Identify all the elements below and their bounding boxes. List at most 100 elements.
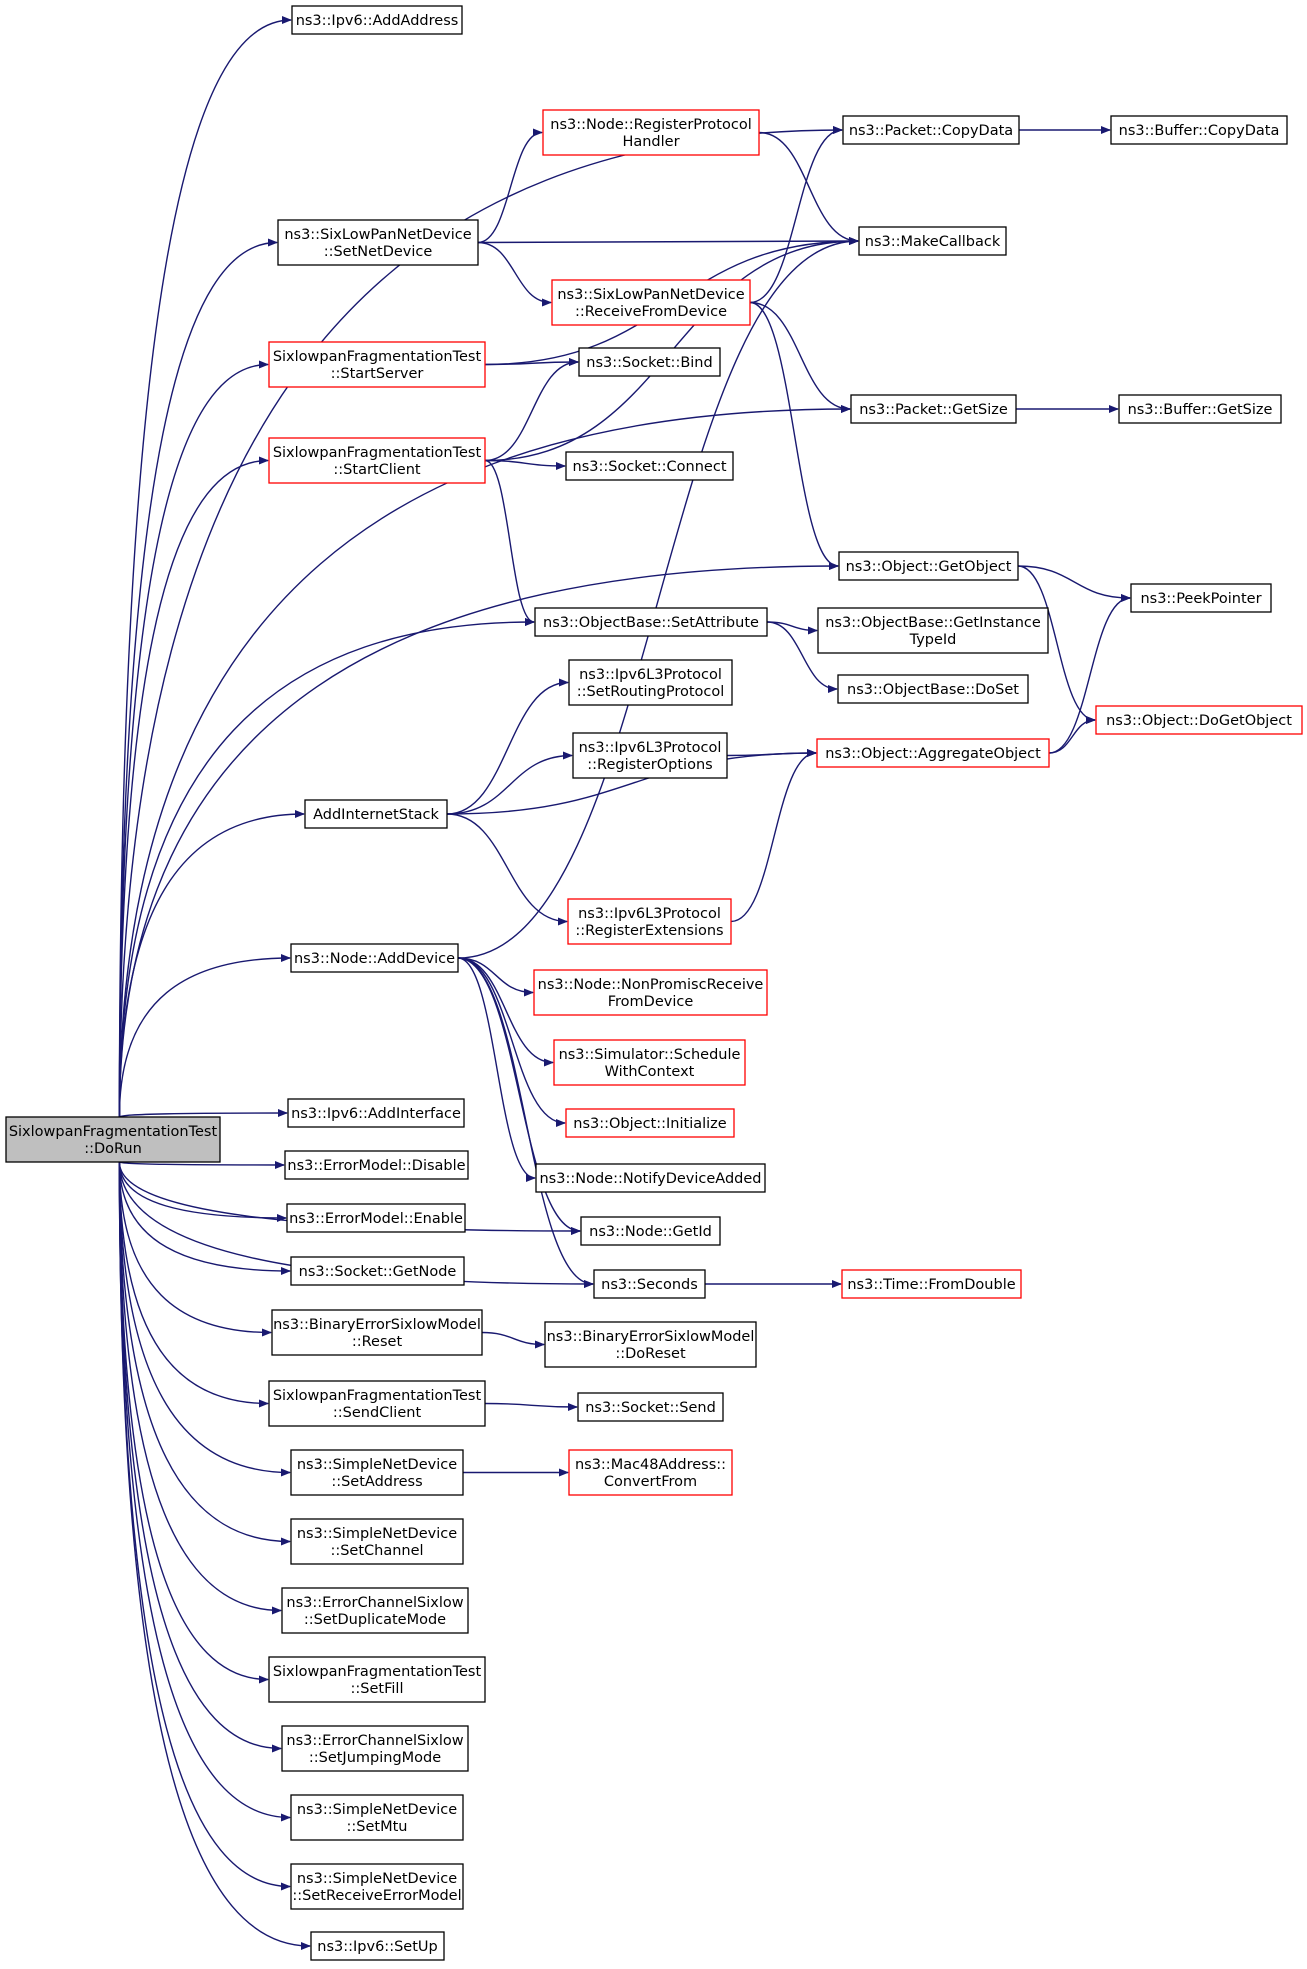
edge-dorun-to-ipv6_addinterface bbox=[118, 1109, 288, 1118]
edge-line bbox=[118, 16, 292, 1118]
node-label-line: ns3::SimpleNetDevice bbox=[297, 1526, 457, 1542]
edge-line bbox=[749, 301, 839, 570]
edge-line bbox=[477, 237, 859, 246]
node-object-getobject[interactable]: ns3::Object::GetObject bbox=[838, 551, 1019, 581]
node-binaryerror-reset[interactable]: ns3::BinaryErrorSixlowModel::Reset bbox=[271, 1309, 483, 1356]
node-label-line: ns3::Ipv6L3Protocol bbox=[579, 667, 722, 683]
edge-line bbox=[1017, 565, 1131, 602]
node-objectbase-setattribute[interactable]: ns3::ObjectBase::SetAttribute bbox=[534, 607, 768, 637]
node-node-getid[interactable]: ns3::Node::GetId bbox=[580, 1216, 721, 1246]
node-sendclient[interactable]: SixlowpanFragmentationTest::SendClient bbox=[268, 1380, 486, 1427]
node-label-line: ns3::BinaryErrorSixlowModel bbox=[547, 1329, 755, 1345]
edge-line bbox=[1048, 716, 1096, 754]
node-errormodel-enable[interactable]: ns3::ErrorModel::Enable bbox=[286, 1203, 466, 1233]
node-packet-getsize[interactable]: ns3::Packet::GetSize bbox=[850, 394, 1017, 424]
edge-startclient-to-socket_connect bbox=[484, 459, 566, 470]
node-socket-send[interactable]: ns3::Socket::Send bbox=[577, 1392, 724, 1422]
node-objectbase-doset[interactable]: ns3::ObjectBase::DoSet bbox=[837, 674, 1029, 704]
edge-line bbox=[118, 405, 851, 1118]
node-box bbox=[304, 799, 448, 829]
node-label-line: ns3::Socket::Bind bbox=[586, 355, 712, 371]
node-node-adddevice[interactable]: ns3::Node::AddDevice bbox=[290, 943, 459, 973]
edge-layer bbox=[118, 16, 1131, 1950]
node-socket-bind[interactable]: ns3::Socket::Bind bbox=[578, 347, 721, 377]
node-label-line: FromDevice bbox=[608, 994, 694, 1010]
node-socket-connect[interactable]: ns3::Socket::Connect bbox=[565, 451, 734, 481]
node-seconds[interactable]: ns3::Seconds bbox=[593, 1269, 706, 1299]
node-sixlowpan-receivefromdevice[interactable]: ns3::SixLowPanNetDevice::ReceiveFromDevi… bbox=[551, 279, 751, 326]
node-label-line: ns3::Ipv6::SetUp bbox=[317, 1939, 437, 1955]
edge-addinternetstack-to-ipv6l3_registeroptions bbox=[446, 751, 573, 815]
node-ipv6l3-setroutingprotocol[interactable]: ns3::Ipv6L3Protocol::SetRoutingProtocol bbox=[568, 659, 733, 706]
node-ipv6-addaddress[interactable]: ns3::Ipv6::AddAddress bbox=[291, 5, 463, 35]
node-time-fromdouble[interactable]: ns3::Time::FromDouble bbox=[841, 1269, 1022, 1299]
edge-dorun-to-packet_getsize bbox=[118, 405, 851, 1118]
node-startserver[interactable]: SixlowpanFragmentationTest::StartServer bbox=[268, 341, 486, 388]
node-simplenetdevice-setaddress[interactable]: ns3::SimpleNetDevice::SetAddress bbox=[290, 1449, 464, 1496]
node-box bbox=[1118, 394, 1282, 424]
node-peekpointer[interactable]: ns3::PeekPointer bbox=[1130, 583, 1272, 613]
node-ipv6l3-registerextensions[interactable]: ns3::Ipv6L3Protocol::RegisterExtensions bbox=[567, 898, 732, 945]
edge-node_adddevice-to-node_notifydeviceadded bbox=[457, 957, 536, 1182]
node-ipv6-addinterface[interactable]: ns3::Ipv6::AddInterface bbox=[287, 1098, 465, 1128]
node-node-notifydeviceadded[interactable]: ns3::Node::NotifyDeviceAdded bbox=[535, 1163, 766, 1193]
node-object-aggregateobject[interactable]: ns3::Object::AggregateObject bbox=[816, 738, 1050, 768]
node-label-line: ::DoRun bbox=[84, 1141, 142, 1157]
node-box bbox=[568, 659, 733, 706]
node-label-line: SixlowpanFragmentationTest bbox=[9, 1124, 218, 1140]
edge-line bbox=[118, 1161, 269, 1684]
edge-line bbox=[457, 957, 566, 1127]
edge-line bbox=[118, 1160, 285, 1169]
node-ipv6-setup[interactable]: ns3::Ipv6::SetUp bbox=[310, 1931, 445, 1961]
node-packet-copydata[interactable]: ns3::Packet::CopyData bbox=[842, 115, 1020, 145]
node-box bbox=[838, 551, 1019, 581]
node-label-line: ns3::Object::DoGetObject bbox=[1106, 713, 1292, 729]
edge-dorun-to-socket_getnode bbox=[118, 1161, 291, 1275]
node-dorun[interactable]: SixlowpanFragmentationTest::DoRun bbox=[5, 1116, 221, 1163]
node-label-line: AddInternetStack bbox=[313, 807, 439, 823]
edge-node_adddevice-to-object_initialize bbox=[457, 957, 566, 1127]
node-object-initialize[interactable]: ns3::Object::Initialize bbox=[565, 1108, 735, 1138]
edge-binaryerror_reset-to-binaryerror_doreset bbox=[481, 1331, 545, 1349]
node-simplenetdevice-setchannel[interactable]: ns3::SimpleNetDevice::SetChannel bbox=[290, 1518, 464, 1565]
node-label-line: ::SetChannel bbox=[330, 1543, 423, 1559]
node-box bbox=[290, 1518, 464, 1565]
node-buffer-getsize[interactable]: ns3::Buffer::GetSize bbox=[1118, 394, 1282, 424]
edge-line bbox=[1048, 594, 1131, 754]
node-buffer-copydata[interactable]: ns3::Buffer::CopyData bbox=[1110, 115, 1288, 145]
node-box bbox=[1110, 115, 1288, 145]
node-socket-getnode[interactable]: ns3::Socket::GetNode bbox=[290, 1256, 465, 1286]
node-label-line: ::StartClient bbox=[333, 462, 420, 478]
edge-line bbox=[118, 1161, 594, 1288]
node-simplenetdevice-setmtu[interactable]: ns3::SimpleNetDevice::SetMtu bbox=[290, 1794, 464, 1841]
edge-line bbox=[749, 301, 851, 413]
edge-dorun-to-simplenetdevice_setmtu bbox=[118, 1161, 291, 1822]
node-label-line: ::SetJumpingMode bbox=[309, 1750, 441, 1766]
node-binaryerror-doreset[interactable]: ns3::BinaryErrorSixlowModel::DoReset bbox=[544, 1321, 757, 1368]
node-label-line: WithContext bbox=[605, 1064, 695, 1080]
edge-line bbox=[749, 126, 843, 304]
node-label-line: ns3::SimpleNetDevice bbox=[297, 1802, 457, 1818]
node-errorchannel-setduplicatemode[interactable]: ns3::ErrorChannelSixlow::SetDuplicateMod… bbox=[281, 1587, 469, 1634]
node-object-dogetobject[interactable]: ns3::Object::DoGetObject bbox=[1095, 705, 1303, 735]
node-errormodel-disable[interactable]: ns3::ErrorModel::Disable bbox=[284, 1150, 469, 1180]
node-errorchannel-setjumpingmode[interactable]: ns3::ErrorChannelSixlow::SetJumpingMode bbox=[281, 1725, 469, 1772]
node-ipv6l3-registeroptions[interactable]: ns3::Ipv6L3Protocol::RegisterOptions bbox=[572, 732, 728, 779]
edge-startclient-to-socket_bind bbox=[484, 358, 579, 462]
node-mac48-convertfrom[interactable]: ns3::Mac48Address::ConvertFrom bbox=[568, 1449, 733, 1496]
edge-line bbox=[118, 1161, 291, 1546]
node-simplenetdevice-setreceiveerrormodel[interactable]: ns3::SimpleNetDevice::SetReceiveErrorMod… bbox=[290, 1863, 464, 1910]
edge-line bbox=[477, 241, 552, 307]
node-startclient[interactable]: SixlowpanFragmentationTest::StartClient bbox=[268, 437, 486, 484]
edge-object_getobject-to-peekpointer bbox=[1017, 565, 1131, 602]
node-addinternetstack[interactable]: AddInternetStack bbox=[304, 799, 448, 829]
node-makecallback[interactable]: ns3::MakeCallback bbox=[858, 226, 1007, 256]
node-box bbox=[567, 898, 732, 945]
node-setfill[interactable]: SixlowpanFragmentationTest::SetFill bbox=[268, 1656, 486, 1703]
node-sixlowpan-setnetdevice[interactable]: ns3::SixLowPanNetDevice::SetNetDevice bbox=[277, 219, 479, 266]
edge-line bbox=[730, 749, 817, 923]
